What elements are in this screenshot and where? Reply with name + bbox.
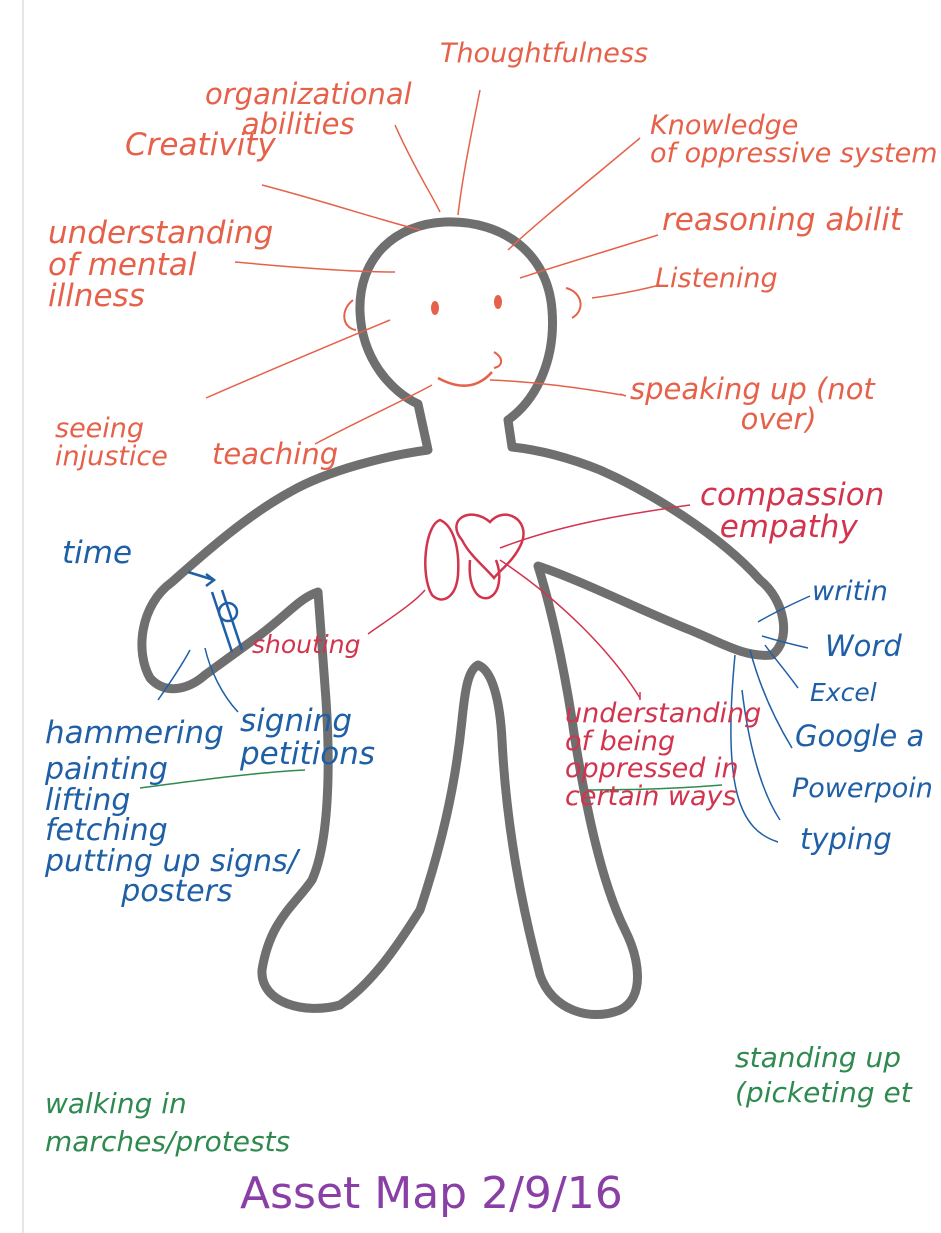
- label-word: Word: [825, 632, 902, 662]
- label-creativity: Creativity: [125, 130, 276, 162]
- label-speaking-up: speaking up (not over): [630, 375, 875, 434]
- right-ear: [566, 288, 581, 318]
- label-understanding-being-oppressed: understanding of being oppressed in cert…: [565, 700, 761, 810]
- label-excel: Excel: [810, 680, 877, 706]
- label-reasoning-abilities: reasoning abilit: [662, 205, 902, 237]
- left-eye: [431, 301, 439, 315]
- label-hand-activities: painting lifting fetching putting up sig…: [45, 755, 298, 908]
- label-walking-marches: walking in marches/protests: [45, 1085, 290, 1161]
- label-compassion-empathy: compassion empathy: [700, 480, 884, 543]
- watch-icon: [188, 572, 242, 652]
- label-shouting: shouting: [252, 632, 360, 658]
- label-seeing-injustice: seeing injustice: [55, 415, 168, 470]
- label-standing-up: standing up (picketing et: [735, 1040, 912, 1110]
- page-title: Asset Map 2/9/16: [240, 1172, 623, 1217]
- label-knowledge-oppressive-system: Knowledge of oppressive system: [650, 112, 938, 167]
- label-hammering: hammering: [45, 718, 224, 750]
- nose: [494, 352, 501, 368]
- label-writing: writin: [812, 578, 888, 606]
- label-listening: Listening: [655, 265, 778, 293]
- label-thoughtfulness: Thoughtfulness: [440, 40, 648, 68]
- label-google: Google a: [795, 722, 924, 752]
- label-teaching: teaching: [212, 440, 338, 470]
- left-ear: [344, 300, 356, 330]
- right-eye: [494, 295, 502, 309]
- lungs-icon: [425, 520, 499, 599]
- label-powerpoint: Powerpoin: [792, 775, 933, 803]
- label-time: time: [62, 538, 132, 570]
- smile: [438, 372, 492, 386]
- label-typing: typing: [800, 825, 892, 855]
- label-understanding-mental-illness: understanding of mental illness: [48, 218, 273, 313]
